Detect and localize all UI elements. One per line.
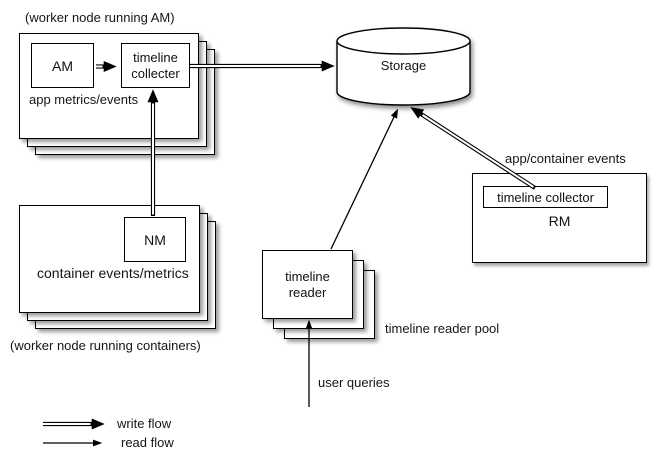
nm-box: NM xyxy=(124,217,186,262)
timeline-collector-label: timeline collecter xyxy=(131,50,180,81)
container-events-note: container events/metrics xyxy=(37,265,189,281)
rm-timeline-collector-label: timeline collector xyxy=(497,189,594,205)
rm-label: RM xyxy=(548,213,571,229)
user-queries-note: user queries xyxy=(318,375,390,390)
rm-timeline-collector-box: timeline collector xyxy=(483,186,608,208)
timeline-reader-box: timeline reader xyxy=(262,250,353,319)
am-box-label: AM xyxy=(52,57,73,74)
caption-worker-am: (worker node running AM) xyxy=(25,10,175,25)
caption-worker-containers: (worker node running containers) xyxy=(10,338,201,353)
am-box: AM xyxy=(31,43,94,88)
legend-read-flow-label: read flow xyxy=(121,435,174,450)
timeline-collector-box: timeline collecter xyxy=(121,43,190,88)
timeline-reader-label: timeline reader xyxy=(285,269,330,300)
app-metrics-note: app metrics/events xyxy=(29,92,139,107)
storage-label: Storage xyxy=(380,58,427,73)
timeline-reader-pool-note: timeline reader pool xyxy=(385,321,500,336)
arrow-reader-to-storage xyxy=(330,108,399,250)
legend-write-flow-label: write flow xyxy=(117,416,172,431)
app-container-events-note: app/container events xyxy=(505,151,626,166)
nm-box-label: NM xyxy=(144,231,166,248)
